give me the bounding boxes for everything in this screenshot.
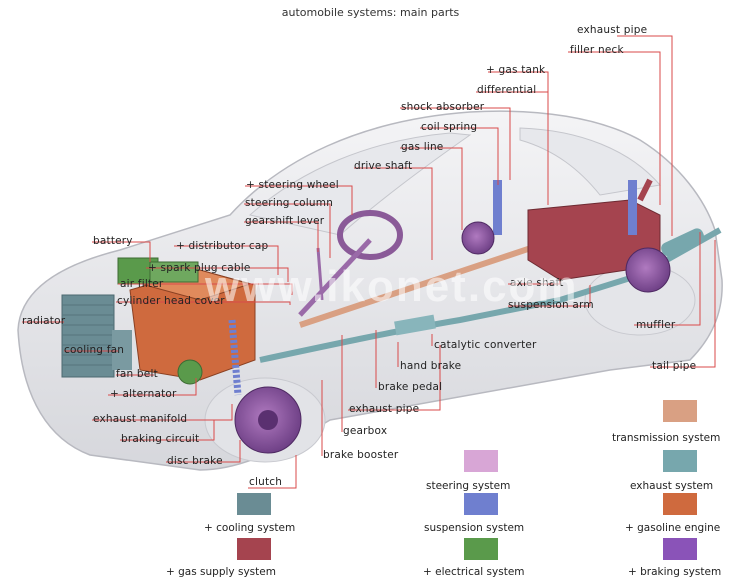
label-filler-neck: filler neck [570,44,624,57]
swatch-suspension [464,493,498,515]
legend-braking: + braking system [628,566,721,578]
label-battery: battery [93,235,133,248]
legend-electrical: + electrical system [423,566,525,578]
label-gearbox: gearbox [343,425,387,438]
label-brake-booster: brake booster [323,449,398,462]
swatch-gasoline-engine [663,493,697,515]
rear-shock-shape [628,180,637,235]
legend-exhaust: exhaust system [630,480,713,492]
label-steering-column: steering column [245,197,333,210]
label-shock-absorber: shock absorber [401,101,484,114]
label-air-filter: air filter [120,278,163,291]
label-clutch: clutch [249,476,282,489]
label-exhaust-pipe-top: exhaust pipe [577,24,647,37]
label-fan-belt: fan belt [116,368,158,381]
label-hand-brake: hand brake [400,360,461,373]
label-gas-tank: + gas tank [486,64,545,77]
swatch-cooling [237,493,271,515]
label-exhaust-manifold: exhaust manifold [93,413,187,426]
swatch-braking [663,538,697,560]
alternator-disc [178,360,202,384]
label-catalytic-converter: catalytic converter [434,339,537,352]
swatch-transmission [663,400,697,422]
label-alternator: + alternator [110,388,177,401]
swatch-electrical [464,538,498,560]
label-drive-shaft: drive shaft [354,160,412,173]
legend-transmission: transmission system [612,432,720,444]
rear-disc-brake [626,248,670,292]
label-distributor-cap: + distributor cap [176,240,268,253]
label-gearshift-lever: gearshift lever [245,215,324,228]
legend-gasoline-engine: + gasoline engine [625,522,720,534]
label-tail-pipe: tail pipe [652,360,696,373]
watermark-text: www.ikonet.com [205,262,579,312]
label-brake-pedal: brake pedal [378,381,442,394]
legend-gas-supply: + gas supply system [166,566,276,578]
legend-cooling: + cooling system [204,522,295,534]
swatch-steering [464,450,498,472]
front-hub [258,410,278,430]
label-exhaust-pipe-mid: exhaust pipe [349,403,419,416]
label-gas-line: gas line [401,141,443,154]
label-muffler: muffler [636,319,675,332]
label-radiator: radiator [22,315,65,328]
label-coil-spring: coil spring [421,121,477,134]
rear-left-disc [462,222,494,254]
swatch-gas-supply [237,538,271,560]
label-steering-wheel: + steering wheel [246,179,339,192]
legend-steering: steering system [426,480,510,492]
shock-absorber-shape [493,180,502,235]
legend-suspension: suspension system [424,522,524,534]
swatch-exhaust [663,450,697,472]
label-cooling-fan: cooling fan [64,344,124,357]
label-differential: differential [477,84,536,97]
label-disc-brake: disc brake [167,455,223,468]
label-braking-circuit: braking circuit [121,433,199,446]
